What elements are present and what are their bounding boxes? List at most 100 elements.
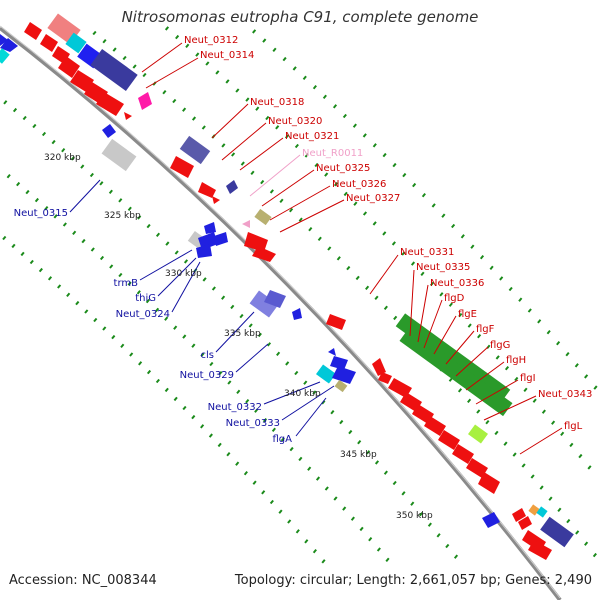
feature-arrow[interactable] bbox=[102, 124, 116, 138]
feature-arrow[interactable] bbox=[170, 156, 194, 178]
gene-label[interactable]: Neut_0332 bbox=[208, 402, 262, 413]
feature-arrow[interactable] bbox=[332, 366, 356, 384]
gene-label[interactable]: cls bbox=[201, 350, 215, 361]
feature-arrow[interactable] bbox=[198, 182, 216, 198]
gene-label[interactable]: Neut_R0011 bbox=[302, 148, 363, 159]
gene-label[interactable]: flgI bbox=[520, 373, 536, 384]
gene-label[interactable]: flgF bbox=[476, 324, 495, 335]
tick-mark bbox=[401, 491, 406, 496]
feature-arrow[interactable] bbox=[378, 372, 392, 384]
tick-mark bbox=[250, 170, 255, 175]
feature-arrow[interactable] bbox=[292, 308, 302, 320]
gene-label[interactable]: Neut_0329 bbox=[180, 370, 234, 381]
feature-arrow[interactable] bbox=[252, 246, 276, 262]
gene-label[interactable]: flgL bbox=[564, 421, 583, 432]
tick-mark bbox=[266, 342, 272, 347]
feature-arrow[interactable] bbox=[96, 92, 124, 116]
gene-label[interactable]: Neut_0331 bbox=[400, 247, 454, 258]
feature-arrow[interactable] bbox=[124, 112, 132, 120]
feature-arrow[interactable] bbox=[70, 70, 94, 92]
gene-label[interactable]: flgA bbox=[273, 434, 293, 445]
gene-label[interactable]: flgG bbox=[490, 340, 510, 351]
gene-label[interactable]: Neut_0335 bbox=[416, 262, 470, 273]
gene-label[interactable]: trmB bbox=[114, 278, 139, 289]
tick-mark bbox=[278, 509, 283, 514]
feature-arrow[interactable] bbox=[196, 244, 212, 258]
feature-box[interactable] bbox=[536, 506, 548, 518]
feature-box[interactable] bbox=[334, 379, 348, 393]
feature-arrow[interactable] bbox=[438, 430, 460, 450]
feature-arrow[interactable] bbox=[330, 356, 348, 370]
feature-arrow[interactable] bbox=[478, 472, 500, 494]
tick-mark bbox=[294, 143, 299, 149]
feature-arrow[interactable] bbox=[512, 508, 526, 522]
feature-box[interactable] bbox=[399, 327, 513, 417]
tick-mark bbox=[303, 380, 308, 385]
gene-label[interactable]: Neut_0314 bbox=[200, 50, 254, 61]
feature-box[interactable] bbox=[101, 138, 137, 172]
gene-label[interactable]: Neut_0336 bbox=[430, 278, 484, 289]
feature-arrow[interactable] bbox=[24, 22, 42, 40]
gene-label[interactable]: Neut_0343 bbox=[538, 389, 592, 400]
feature-box[interactable] bbox=[540, 516, 574, 548]
feature-arrow[interactable] bbox=[40, 34, 58, 52]
gene-label[interactable]: Neut_0320 bbox=[268, 116, 322, 127]
feature-box[interactable] bbox=[179, 135, 211, 165]
feature-box[interactable] bbox=[0, 48, 10, 64]
gene-label[interactable]: thiG bbox=[135, 293, 156, 304]
tick-mark bbox=[489, 265, 494, 270]
feature-arrow[interactable] bbox=[264, 290, 286, 308]
feature-arrow[interactable] bbox=[518, 516, 532, 530]
feature-box[interactable] bbox=[90, 48, 138, 92]
gene-label[interactable]: Neut_0318 bbox=[250, 97, 304, 108]
callout-line bbox=[139, 249, 193, 281]
feature-arrow[interactable] bbox=[198, 232, 218, 250]
tick-mark bbox=[118, 198, 123, 203]
feature-box[interactable] bbox=[468, 424, 488, 444]
tick-mark bbox=[255, 106, 260, 111]
feature-arrow[interactable] bbox=[138, 92, 152, 110]
feature-arrow[interactable] bbox=[0, 34, 8, 46]
gene-label[interactable]: flgD bbox=[444, 293, 465, 304]
feature-arrow[interactable] bbox=[328, 348, 336, 356]
feature-arrow[interactable] bbox=[242, 220, 250, 228]
scale-label: 350 kbp bbox=[396, 511, 433, 521]
tick-mark bbox=[175, 34, 180, 40]
gene-label[interactable]: Neut_0333 bbox=[226, 418, 280, 429]
feature-arrow[interactable] bbox=[326, 314, 346, 330]
feature-arrow[interactable] bbox=[372, 358, 386, 376]
feature-arrow[interactable] bbox=[212, 196, 220, 204]
gene-label[interactable]: flgE bbox=[458, 309, 477, 320]
feature-arrow[interactable] bbox=[424, 416, 446, 436]
gene-label[interactable]: Neut_0324 bbox=[116, 309, 170, 320]
feature-box[interactable] bbox=[249, 290, 279, 318]
gene-label[interactable]: Neut_0325 bbox=[316, 163, 370, 174]
feature-arrow[interactable] bbox=[58, 56, 80, 78]
feature-box[interactable] bbox=[65, 32, 87, 54]
gene-label[interactable]: Neut_0327 bbox=[346, 193, 400, 204]
feature-arrow[interactable] bbox=[466, 458, 488, 478]
feature-arrow[interactable] bbox=[214, 232, 228, 246]
gene-label[interactable]: Neut_0315 bbox=[14, 208, 68, 219]
feature-arrow[interactable] bbox=[482, 512, 500, 528]
gene-label[interactable]: Neut_0312 bbox=[184, 35, 238, 46]
gene-label[interactable]: Neut_0321 bbox=[285, 131, 339, 142]
tick-mark bbox=[6, 174, 11, 179]
feature-arrow[interactable] bbox=[528, 540, 552, 560]
tick-mark bbox=[321, 559, 326, 564]
feature-arrow[interactable] bbox=[452, 444, 474, 464]
gene-label[interactable]: Neut_0326 bbox=[332, 179, 386, 190]
feature-box[interactable] bbox=[395, 313, 511, 403]
tick-mark bbox=[350, 516, 355, 521]
tick-mark bbox=[476, 409, 481, 414]
callout-line bbox=[171, 261, 201, 313]
feature-box[interactable] bbox=[316, 364, 336, 384]
feature-arrow[interactable] bbox=[0, 38, 18, 52]
feature-box[interactable] bbox=[254, 208, 272, 226]
feature-arrow[interactable] bbox=[204, 222, 216, 234]
tick-mark bbox=[343, 191, 348, 197]
feature-arrow[interactable] bbox=[244, 232, 268, 252]
feature-arrow[interactable] bbox=[226, 180, 238, 194]
gene-label[interactable]: flgH bbox=[506, 355, 526, 366]
tick-mark bbox=[353, 201, 358, 206]
